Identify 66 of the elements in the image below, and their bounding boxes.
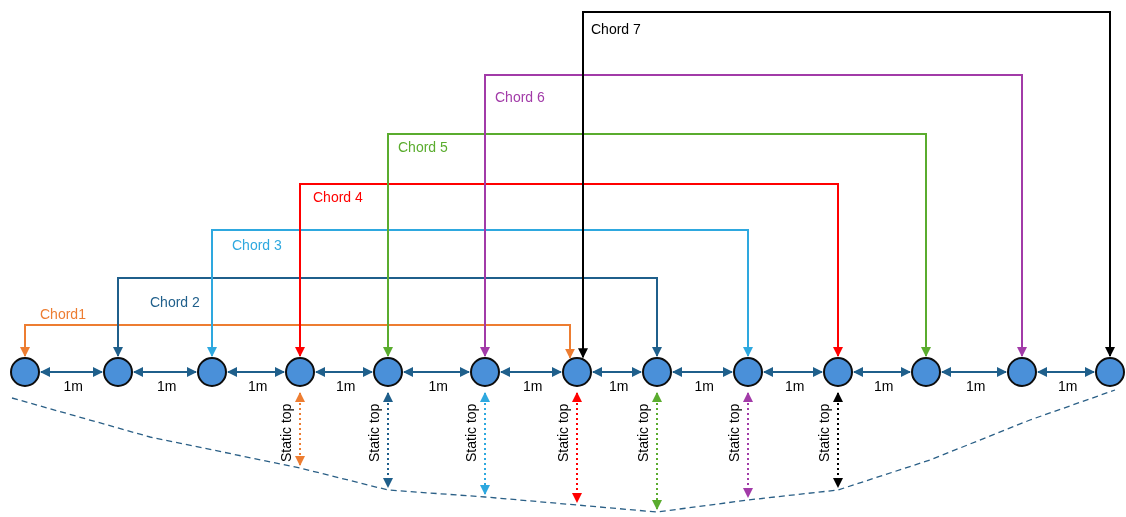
edge-label: Static top <box>635 403 651 462</box>
edge-label: 1m <box>523 378 543 394</box>
edge-label: Chord 3 <box>232 237 282 253</box>
station-circle <box>373 357 403 387</box>
edge-label: Static top <box>366 403 382 462</box>
edge-label: Static top <box>463 403 479 462</box>
edge-label: Static top <box>816 403 832 462</box>
arrow <box>652 392 662 510</box>
arrow <box>113 277 662 357</box>
ground-profile-line <box>11 389 1116 513</box>
arrow <box>295 183 843 357</box>
arrow <box>592 367 642 377</box>
edge-label: 1m <box>694 378 714 394</box>
arrow <box>763 367 823 377</box>
edge-label: Chord 4 <box>313 189 363 205</box>
arrow <box>833 392 843 488</box>
station-circle <box>1095 357 1125 387</box>
arrow <box>480 392 490 495</box>
arrow <box>295 392 305 466</box>
station-circle <box>562 357 592 387</box>
arrow <box>133 367 197 377</box>
arrow <box>572 392 582 503</box>
edge-label: Chord 7 <box>591 21 641 37</box>
arrow <box>227 367 285 377</box>
station-circle <box>103 357 133 387</box>
edge-label: 1m <box>157 378 177 394</box>
edge-label: 1m <box>336 378 356 394</box>
arrow <box>383 392 393 488</box>
arrow <box>207 229 753 357</box>
station-circle <box>733 357 763 387</box>
arrow <box>853 367 911 377</box>
edge-label: 1m <box>248 378 268 394</box>
edge-label: Static top <box>278 403 294 462</box>
edge-label: 1m <box>874 378 894 394</box>
arrow <box>500 367 562 377</box>
edge-label: Static top <box>555 403 571 462</box>
station-circle <box>642 357 672 387</box>
edge-label: 1m <box>63 378 83 394</box>
edge-label: 1m <box>1058 378 1078 394</box>
arrow <box>383 133 931 357</box>
edge-label: Static top <box>726 403 742 462</box>
edge-label: 1m <box>966 378 986 394</box>
arrow <box>743 392 753 498</box>
edge-label: Chord 5 <box>398 139 448 155</box>
station-circle <box>823 357 853 387</box>
edge-label: 1m <box>609 378 629 394</box>
arrow <box>672 367 733 377</box>
arrow <box>40 367 103 377</box>
station-circle <box>197 357 227 387</box>
station-circle <box>285 357 315 387</box>
arrow <box>480 74 1027 357</box>
station-circle <box>470 357 500 387</box>
arrow <box>941 367 1007 377</box>
station-circle <box>911 357 941 387</box>
arrow <box>403 367 470 377</box>
station-circle <box>1007 357 1037 387</box>
arrow <box>315 367 373 377</box>
station-circle <box>10 357 40 387</box>
edge-label: 1m <box>785 378 805 394</box>
edge-label: Chord 6 <box>495 89 545 105</box>
edge-label: Chord1 <box>40 306 86 322</box>
arrow <box>578 11 1115 359</box>
arrow <box>20 324 575 359</box>
edge-label: 1m <box>428 378 448 394</box>
arrow <box>1037 367 1095 377</box>
edge-label: Chord 2 <box>150 294 200 310</box>
